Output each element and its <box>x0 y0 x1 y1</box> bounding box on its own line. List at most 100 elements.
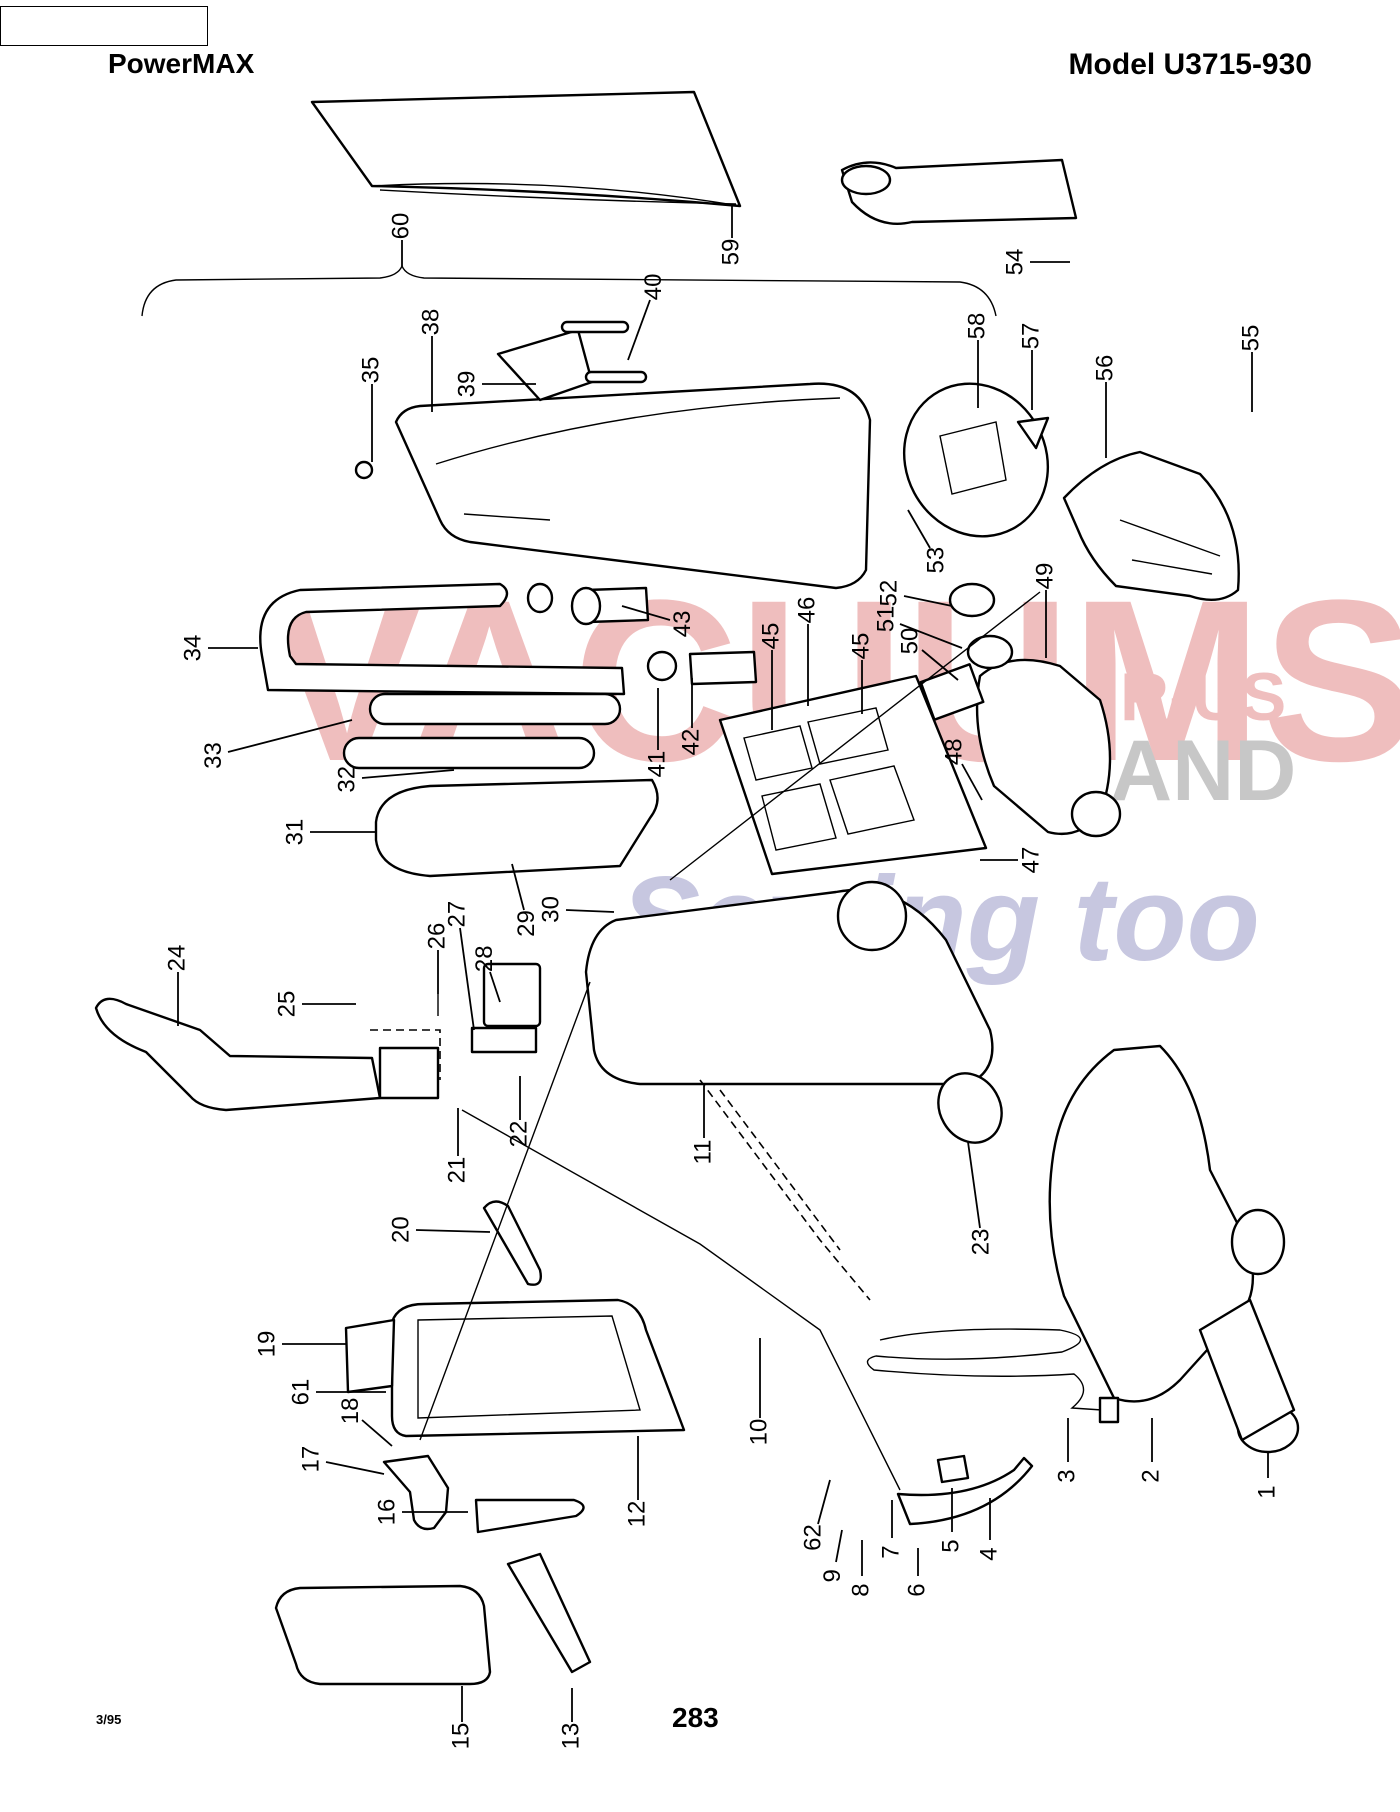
wand-33b <box>342 736 596 770</box>
callout-28: 28 <box>471 945 501 1003</box>
callout-leader <box>961 763 983 801</box>
bracket-5 <box>936 1454 970 1484</box>
callout-number: 31 <box>281 819 308 846</box>
callout-35: 35 <box>357 357 384 462</box>
header-blank-box <box>0 6 208 46</box>
pin-40a <box>560 320 630 334</box>
callout-12: 12 <box>623 1436 650 1527</box>
callout-number: 60 <box>387 213 414 240</box>
callout-60: 60 <box>387 213 414 266</box>
callout-number: 38 <box>417 309 444 336</box>
callout-leader <box>817 1479 831 1525</box>
callout-10: 10 <box>745 1338 772 1445</box>
bail-4 <box>896 1456 1034 1526</box>
callout-number: 17 <box>298 1446 325 1473</box>
callout-number: 23 <box>967 1229 994 1256</box>
callout-57: 57 <box>1017 323 1044 410</box>
bracket-28 <box>482 962 542 1028</box>
model-number: Model U3715-930 <box>1068 48 1312 81</box>
brush-42 <box>688 650 758 686</box>
callout-number: 25 <box>273 991 300 1018</box>
callout-4: 4 <box>975 1498 1002 1561</box>
callout-34: 34 <box>179 635 258 662</box>
callout-8: 8 <box>847 1540 874 1597</box>
callout-number: 42 <box>677 729 704 756</box>
outer-bag-shade <box>371 182 741 207</box>
caddy-31 <box>374 778 659 878</box>
bag-door-15 <box>274 1584 492 1686</box>
callout-45: 45 <box>847 633 874 714</box>
callout-49: 49 <box>1031 563 1058 658</box>
callout-group: 1234567891011121315161718192021222324252… <box>163 206 1280 1749</box>
callout-number: 43 <box>669 611 696 638</box>
callout-number: 57 <box>1017 323 1044 350</box>
handle-block-21 <box>378 1046 440 1100</box>
callout-15: 15 <box>447 1686 474 1749</box>
date-code: 3/95 <box>96 1712 122 1727</box>
watermark: VACUUMS R-US AND Sewing too <box>270 552 1400 986</box>
plate-windows <box>743 707 915 851</box>
callout-21: 21 <box>443 1108 470 1183</box>
callout-32: 32 <box>333 766 455 793</box>
callout-number: 18 <box>337 1397 364 1424</box>
housing-port <box>836 880 908 952</box>
ring-41b <box>646 650 678 682</box>
callout-55: 55 <box>1237 325 1264 412</box>
callout-51: 51 <box>872 606 963 649</box>
callout-leader <box>921 649 959 681</box>
callout-number: 10 <box>745 1419 772 1446</box>
callout-number: 56 <box>1091 355 1118 382</box>
callout-43: 43 <box>621 605 696 638</box>
callout-number: 41 <box>643 751 670 778</box>
dusting-brush-16 <box>474 1498 585 1534</box>
watermark-rus-text: R-US <box>1120 659 1286 735</box>
callout-number: 52 <box>876 580 903 607</box>
callout-number: 12 <box>623 1501 650 1528</box>
callout-leader <box>627 299 651 361</box>
spring-35 <box>354 460 374 480</box>
callout-47: 47 <box>980 847 1044 874</box>
callout-58: 58 <box>963 313 990 408</box>
callout-62: 62 <box>800 1479 831 1551</box>
callout-leader <box>415 1229 491 1233</box>
cord-3 <box>866 1328 1103 1411</box>
callout-number: 49 <box>1031 563 1058 590</box>
upholstery-tool-13 <box>506 1552 592 1674</box>
callout-leader <box>511 863 525 911</box>
callout-number: 20 <box>387 1216 414 1243</box>
callout-2: 2 <box>1137 1418 1164 1483</box>
callout-leader <box>227 719 353 753</box>
bag-collar <box>840 164 892 196</box>
callout-number: 47 <box>1017 847 1044 874</box>
callout-25: 25 <box>273 991 356 1018</box>
callout-number: 40 <box>640 274 667 301</box>
callout-1: 1 <box>1253 1452 1280 1499</box>
assembly-guide-c <box>419 591 1041 1441</box>
callout-18: 18 <box>337 1397 393 1447</box>
callout-leader <box>489 971 501 1003</box>
callout-24: 24 <box>163 945 190 1026</box>
callout-number: 33 <box>200 742 227 769</box>
grip-20 <box>482 1200 542 1286</box>
callout-number: 62 <box>800 1524 827 1551</box>
callout-number: 26 <box>423 923 450 950</box>
ring-41a <box>526 582 554 614</box>
callout-41: 41 <box>643 688 670 777</box>
callout-number: 34 <box>179 635 206 662</box>
callout-number: 19 <box>253 1331 280 1358</box>
callout-leader <box>621 605 671 621</box>
callout-number: 61 <box>287 1379 314 1406</box>
callout-number: 6 <box>903 1583 930 1596</box>
callout-42: 42 <box>677 678 704 755</box>
callout-59: 59 <box>717 206 744 265</box>
callout-46: 46 <box>793 597 820 706</box>
callout-leader <box>459 927 475 1031</box>
callout-number: 27 <box>443 901 470 928</box>
callout-number: 45 <box>847 633 874 660</box>
callout-40: 40 <box>627 274 667 361</box>
callout-48: 48 <box>941 738 983 801</box>
pin-40b <box>584 370 648 384</box>
motor-end <box>1070 790 1122 838</box>
callout-31: 31 <box>281 819 376 846</box>
